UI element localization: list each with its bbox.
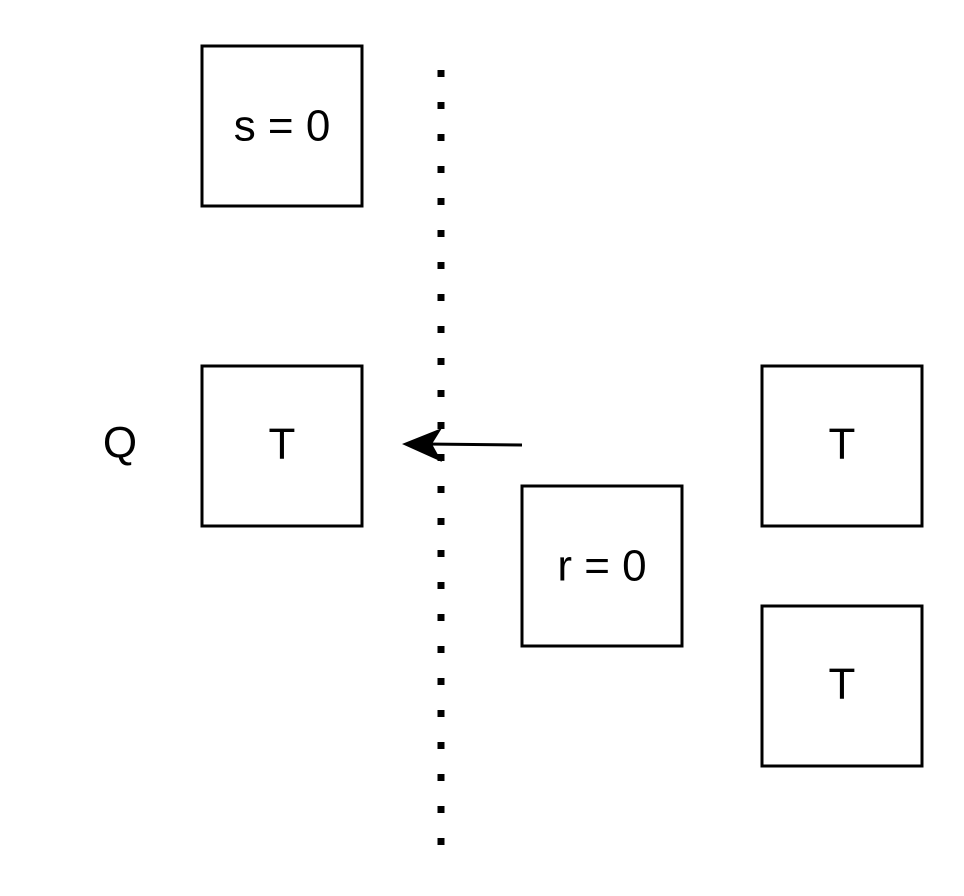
node-t-right-bottom-box bbox=[760, 604, 924, 768]
node-s: s = 0 bbox=[200, 44, 364, 208]
node-t-right-bottom: T bbox=[760, 604, 924, 768]
node-t-right-top-box bbox=[760, 364, 924, 528]
q-label: Q bbox=[103, 419, 137, 468]
arrow-shaft bbox=[424, 442, 523, 447]
arrow-head bbox=[402, 428, 442, 462]
node-r-box bbox=[520, 484, 684, 648]
node-s-label: s = 0 bbox=[234, 102, 331, 151]
node-r: r = 0 bbox=[520, 484, 684, 648]
arrow-left bbox=[402, 428, 523, 462]
node-t-left-box bbox=[200, 364, 364, 528]
node-t-left-label: T bbox=[269, 420, 296, 469]
node-t-right-top-label: T bbox=[829, 420, 856, 469]
node-t-left: T bbox=[200, 364, 364, 528]
node-t-right-top: T bbox=[760, 364, 924, 528]
node-r-label: r = 0 bbox=[557, 542, 646, 591]
node-s-box bbox=[200, 44, 364, 208]
node-t-right-bottom-label: T bbox=[829, 660, 856, 709]
